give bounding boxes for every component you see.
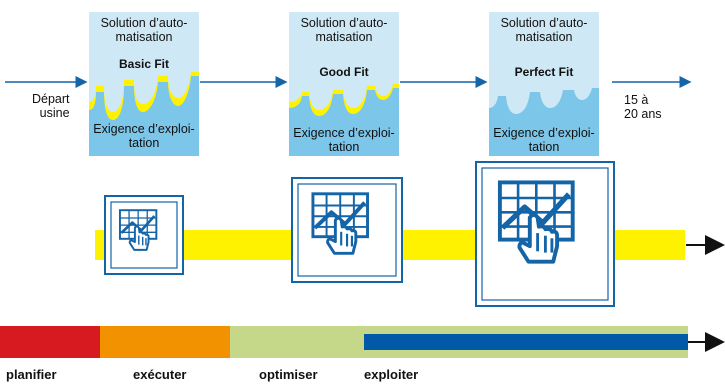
- icon-panel-small: [104, 195, 184, 275]
- fit-card-good-solution: Solution d’auto- matisation: [289, 16, 399, 44]
- requirement-line2: tation: [328, 140, 360, 154]
- icon-panel-large: [475, 161, 615, 307]
- requirement-line2: tation: [128, 136, 160, 150]
- start-label-line2: usine: [39, 106, 70, 120]
- solution-line2: matisation: [115, 30, 173, 44]
- fit-card-basic: [89, 12, 199, 156]
- fit-card-perfect-requirement: Exigence d’exploi- tation: [486, 126, 602, 154]
- phase-label-executer: exécuter: [133, 367, 187, 382]
- end-label-line2: 20 ans: [624, 107, 662, 121]
- fit-card-perfect: [489, 12, 599, 156]
- phase-label-exploiter: exploiter: [364, 367, 419, 382]
- icon-panel-medium: [291, 177, 403, 283]
- solution-line1: Solution d’auto-: [300, 16, 388, 30]
- solution-line1: Solution d’auto-: [500, 16, 588, 30]
- fit-card-basic-requirement: Exigence d’exploi- tation: [86, 122, 202, 150]
- requirement-line1: Exigence d’exploi-: [293, 126, 395, 140]
- fit-name-perfect: Perfect Fit: [514, 65, 574, 79]
- end-label: 15 à 20 ans: [624, 93, 662, 121]
- start-label-line1: Départ: [32, 92, 70, 106]
- start-label: Départ usine: [32, 92, 70, 120]
- solution-line1: Solution d’auto-: [100, 16, 188, 30]
- fit-name-basic: Basic Fit: [118, 57, 169, 71]
- phase-bar-planifier: [0, 326, 100, 358]
- solution-line2: matisation: [315, 30, 373, 44]
- solution-line2: matisation: [515, 30, 573, 44]
- phase-bar-executer: [100, 326, 230, 358]
- fit-name-good: Good Fit: [319, 65, 369, 79]
- requirement-line2: tation: [528, 140, 560, 154]
- fit-card-good-requirement: Exigence d’exploi- tation: [286, 126, 402, 154]
- fit-card-good: [289, 12, 399, 156]
- end-label-line1: 15 à: [624, 93, 649, 107]
- phase-label-optimiser: optimiser: [259, 367, 318, 382]
- fit-card-perfect-solution: Solution d’auto- matisation: [489, 16, 599, 44]
- requirement-line1: Exigence d’exploi-: [493, 126, 595, 140]
- requirement-line1: Exigence d’exploi-: [93, 122, 195, 136]
- phase-label-planifier: planifier: [6, 367, 57, 382]
- phase-bar-exploiter: [364, 334, 688, 350]
- fit-card-basic-solution: Solution d’auto- matisation: [89, 16, 199, 44]
